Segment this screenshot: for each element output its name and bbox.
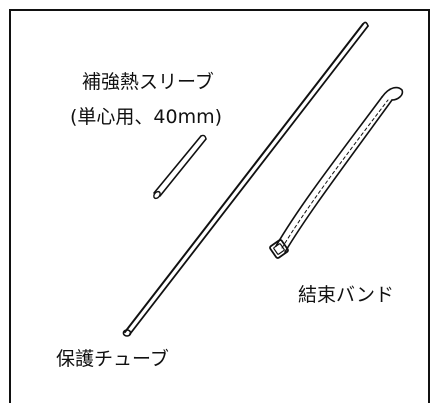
cable-tie-label: 結束バンド (298, 284, 394, 306)
protective-tube-label: 保護チューブ (56, 348, 169, 370)
sleeve-label-line2: (単心用、40mm) (70, 106, 223, 128)
cable-tie-drawing (269, 86, 404, 259)
protective-tube-drawing (122, 21, 369, 337)
reinforcement-sleeve-drawing (153, 134, 207, 200)
sleeve-label-line1: 補強熱スリーブ (82, 71, 214, 93)
frame-border (9, 9, 430, 403)
